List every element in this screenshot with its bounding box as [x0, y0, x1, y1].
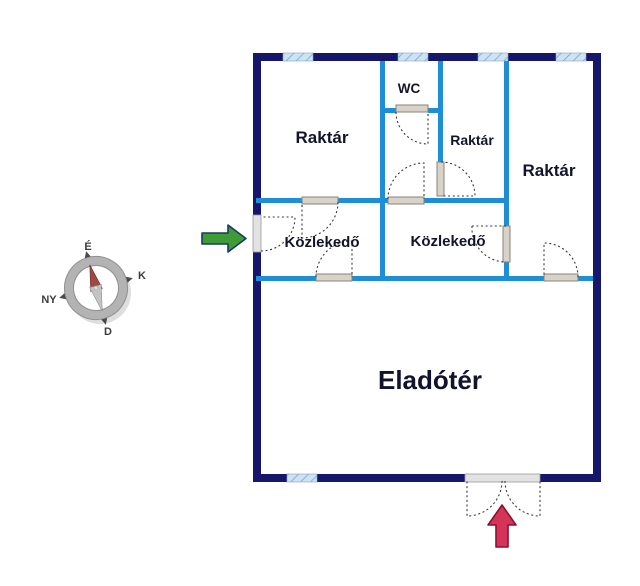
wall-bottom-segment — [540, 474, 601, 482]
wall-h2 — [424, 198, 509, 203]
compass-label-south: D — [104, 326, 112, 338]
door-swing-arc — [543, 242, 579, 278]
door-swing-arc — [504, 480, 541, 517]
wall-h3 — [256, 276, 316, 281]
compass-pin — [93, 285, 99, 291]
windows — [282, 52, 587, 483]
door-swing-arc — [260, 216, 296, 252]
outer-walls — [253, 53, 601, 482]
wall-v3 — [504, 262, 509, 278]
main-entrance-sill — [464, 473, 541, 483]
room-label-kozlekedo-right: Közlekedő — [410, 233, 485, 250]
room-label-raktar-middle: Raktár — [450, 132, 494, 148]
exit-arrow-icon — [487, 504, 517, 548]
room-label-wc: WC — [398, 81, 421, 96]
room-label-raktar-left: Raktár — [296, 128, 349, 147]
wall-right — [593, 53, 601, 482]
window — [397, 52, 429, 62]
door-leaf — [502, 225, 511, 263]
entrance-arrow-icon — [201, 224, 247, 253]
window — [282, 52, 314, 62]
door-swing-arc — [466, 480, 503, 517]
wall-wc-bottom — [428, 108, 443, 113]
wall-top-segment — [253, 53, 283, 61]
door-swing-arc — [440, 161, 476, 197]
room-label-raktar-right: Raktár — [523, 161, 576, 180]
compass-dial — [59, 251, 133, 325]
wall-v1 — [380, 61, 385, 278]
wall-h3 — [352, 276, 544, 281]
compass-label-west: NY — [41, 294, 57, 306]
wall-top-segment — [428, 53, 478, 61]
doors — [252, 104, 579, 517]
window — [477, 52, 509, 62]
door-leaf — [387, 196, 425, 205]
wall-h2 — [256, 198, 302, 203]
room-label-kozlekedo-left: Közlekedő — [284, 234, 359, 251]
compass-rose: É K D NY — [41, 240, 146, 338]
wall-h3 — [578, 276, 593, 281]
door-leaf — [543, 273, 579, 282]
wall-bottom-segment — [317, 474, 465, 482]
wall-left-segment — [253, 252, 261, 482]
interior-walls — [256, 61, 593, 281]
entrance-sill — [252, 214, 262, 253]
room-labels: Raktár WC Raktár Raktár Közlekedő Közlek… — [284, 81, 575, 395]
room-label-eladoter: Eladótér — [378, 365, 482, 395]
door-leaf — [301, 196, 339, 205]
door-leaf — [315, 273, 353, 282]
wall-wc-bottom — [380, 108, 396, 113]
compass-rim-outer — [64, 256, 128, 320]
door-leaf — [436, 161, 445, 197]
wall-h2 — [338, 198, 388, 203]
wall-v3 — [504, 61, 509, 226]
door-swing-arc — [471, 225, 507, 263]
wall-top-segment — [508, 53, 556, 61]
door-swing-arc — [395, 111, 429, 145]
compass-label-north: É — [84, 240, 91, 253]
wall-bottom-segment — [253, 474, 287, 482]
wall-top-segment — [313, 53, 398, 61]
window — [286, 473, 318, 483]
door-swing-arc — [387, 162, 425, 200]
wall-left-segment — [253, 53, 261, 215]
door-swing-arc — [301, 201, 339, 239]
compass-label-east: K — [138, 270, 146, 282]
window — [555, 52, 587, 62]
door-leaf — [395, 104, 429, 113]
